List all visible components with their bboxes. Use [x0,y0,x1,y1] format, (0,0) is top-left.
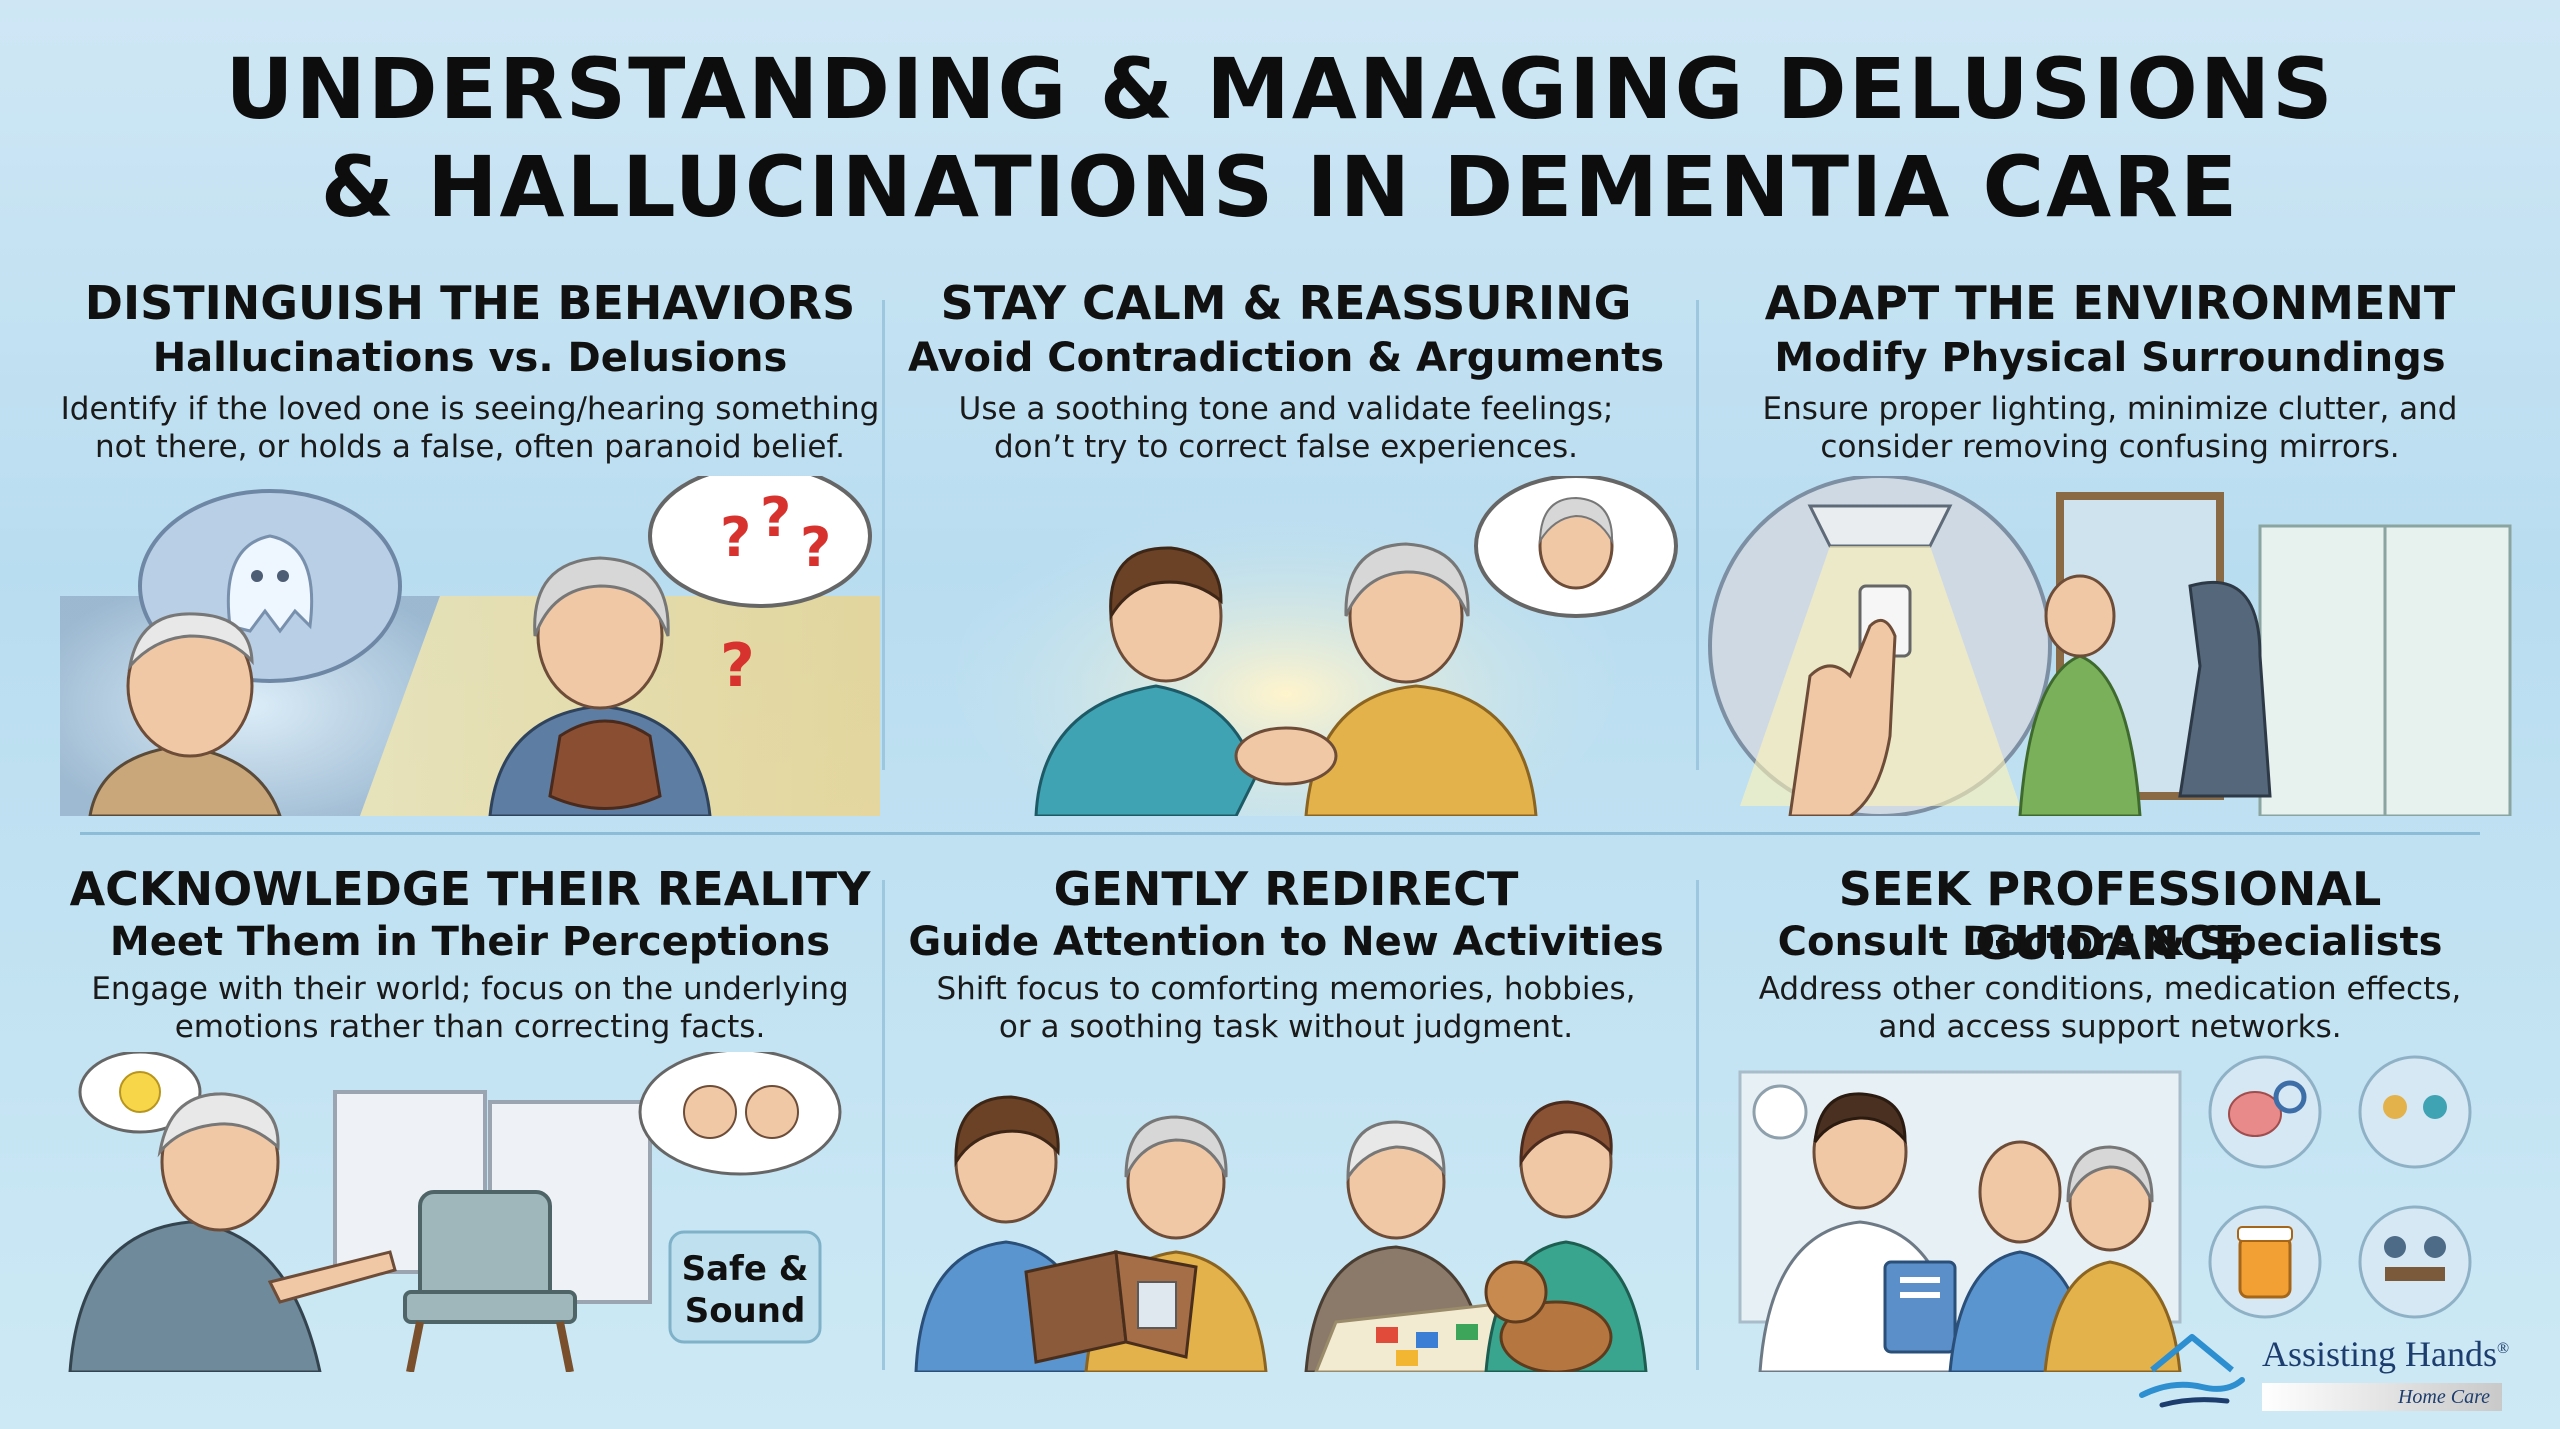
panel-desc-line-1: Shift focus to comforting memories, hobb… [936,971,1636,1007]
panel-desc-line-1: Engage with their world; focus on the un… [91,971,849,1007]
panel-professional-guidance: SEEK PROFESSIONAL GUIDANCE Consult Docto… [1700,862,2520,1422]
clock-icon [1752,1084,1808,1140]
clipboard-icon [1883,1260,1957,1354]
col-divider-2 [1696,300,1699,770]
panel-heading: STAY CALM & REASSURING [940,276,1632,330]
redirect-illustration [914,1095,1648,1372]
pill-bottle-icon [2208,1205,2322,1319]
svg-text:?: ? [720,631,755,701]
guidance-illustration [1738,1055,2472,1372]
house-hand-icon [2139,1334,2245,1408]
calm-illustration [956,476,1678,816]
support-network-icon [2358,1055,2472,1169]
panel-desc-line-2: and access support networks. [1878,1009,2342,1045]
window-icon [2258,524,2512,816]
panel-desc-line-1: Address other conditions, medication eff… [1758,971,2462,1007]
elderly-woman-icon [1304,542,1538,816]
panel-desc-line-2: consider removing confusing mirrors. [1820,429,2400,465]
svg-text:?: ? [720,506,751,569]
thought-bubble-icon [1474,476,1678,618]
panel-acknowledge-reality: ACKNOWLEDGE THEIR REALITY Meet Them in T… [60,862,880,1422]
logo-registered: ® [2497,1340,2510,1357]
panel-heading: SEEK PROFESSIONAL GUIDANCE [1838,862,2382,970]
assisting-hands-logo: Assisting Hands® Home Care [2132,1325,2532,1415]
mirror-covering-icon [2018,492,2272,816]
panel-subheading: Hallucinations vs. Delusions [152,335,788,381]
panel-desc-line-2: or a soothing task without judgment. [998,1009,1574,1045]
elderly-man-pointing-icon [68,1092,397,1372]
svg-text:?: ? [760,486,791,549]
elderly-woman-purse-icon [488,556,712,816]
panel-distinguish-behaviors: DISTINGUISH THE BEHAVIORS Hallucinations… [60,276,880,836]
light-switch-icon [1788,584,1912,816]
panel-desc-line-2: not there, or holds a false, often paran… [95,429,845,465]
col-divider-3 [882,880,885,1370]
col-divider-4 [1696,880,1699,1370]
dog-icon [1484,1260,1613,1372]
panel-gently-redirect: GENTLY REDIRECT Guide Attention to New A… [876,862,1696,1422]
logo-subtitle: Home Care [2262,1383,2502,1411]
caregiver-icon [1034,546,1258,816]
question-marks-icon: ? ? ? ? [648,476,872,701]
photo-album-icon [1024,1250,1198,1364]
panel-stay-calm: STAY CALM & REASSURING Avoid Contradicti… [876,276,1696,836]
col-divider-1 [882,300,885,770]
panel-subheading: Avoid Contradiction & Arguments [907,335,1665,381]
sign-line-1: Safe & [682,1249,809,1289]
reality-illustration: Safe & Sound [68,1052,842,1372]
panel-subheading: Modify Physical Surroundings [1774,335,2446,381]
panel-heading: ACKNOWLEDGE THEIR REALITY [69,862,871,916]
panel-heading: DISTINGUISH THE BEHAVIORS [84,276,856,330]
support-group-icon [2358,1205,2472,1319]
panel-subheading: Meet Them in Their Perceptions [109,919,831,965]
page-title: UNDERSTANDING & MANAGING DELUSIONS & HAL… [0,40,2560,236]
behaviors-illustration: ? ? ? ? [60,476,880,816]
row-divider [80,832,2480,835]
panel-desc-line-2: emotions rather than correcting facts. [174,1009,766,1045]
safe-sound-sign: Safe & Sound [668,1230,822,1344]
panel-desc-line-1: Identify if the loved one is seeing/hear… [60,391,880,427]
nurse-patient-icon [1948,1140,2182,1372]
title-line-1: UNDERSTANDING & MANAGING DELUSIONS [225,40,2335,138]
panel-subheading: Guide Attention to New Activities [908,919,1664,965]
environment-illustration [1708,476,2512,816]
svg-text:?: ? [800,516,831,579]
panel-desc-line-1: Ensure proper lighting, minimize clutter… [1762,391,2458,427]
title-line-2: & HALLUCINATIONS IN DEMENTIA CARE [320,138,2240,236]
panel-adapt-environment: ADAPT THE ENVIRONMENT Modify Physical Su… [1700,276,2520,836]
holding-hands-icon [1234,726,1338,786]
panel-subheading: Consult Doctors & Specialists [1777,919,2443,965]
empty-chair-icon [403,1190,577,1372]
logo-name: Assisting Hands [2262,1334,2498,1374]
brain-gear-icon [2208,1055,2322,1169]
sign-line-2: Sound [685,1291,806,1331]
panel-desc-line-1: Use a soothing tone and validate feeling… [958,391,1614,427]
smiley-thought-icon [78,1052,202,1134]
panel-heading: GENTLY REDIRECT [1053,862,1519,916]
family-thought-icon [638,1052,842,1176]
panel-heading: ADAPT THE ENVIRONMENT [1764,276,2456,330]
elderly-man-icon [88,612,282,816]
panel-desc-line-2: don’t try to correct false experiences. [993,429,1579,465]
